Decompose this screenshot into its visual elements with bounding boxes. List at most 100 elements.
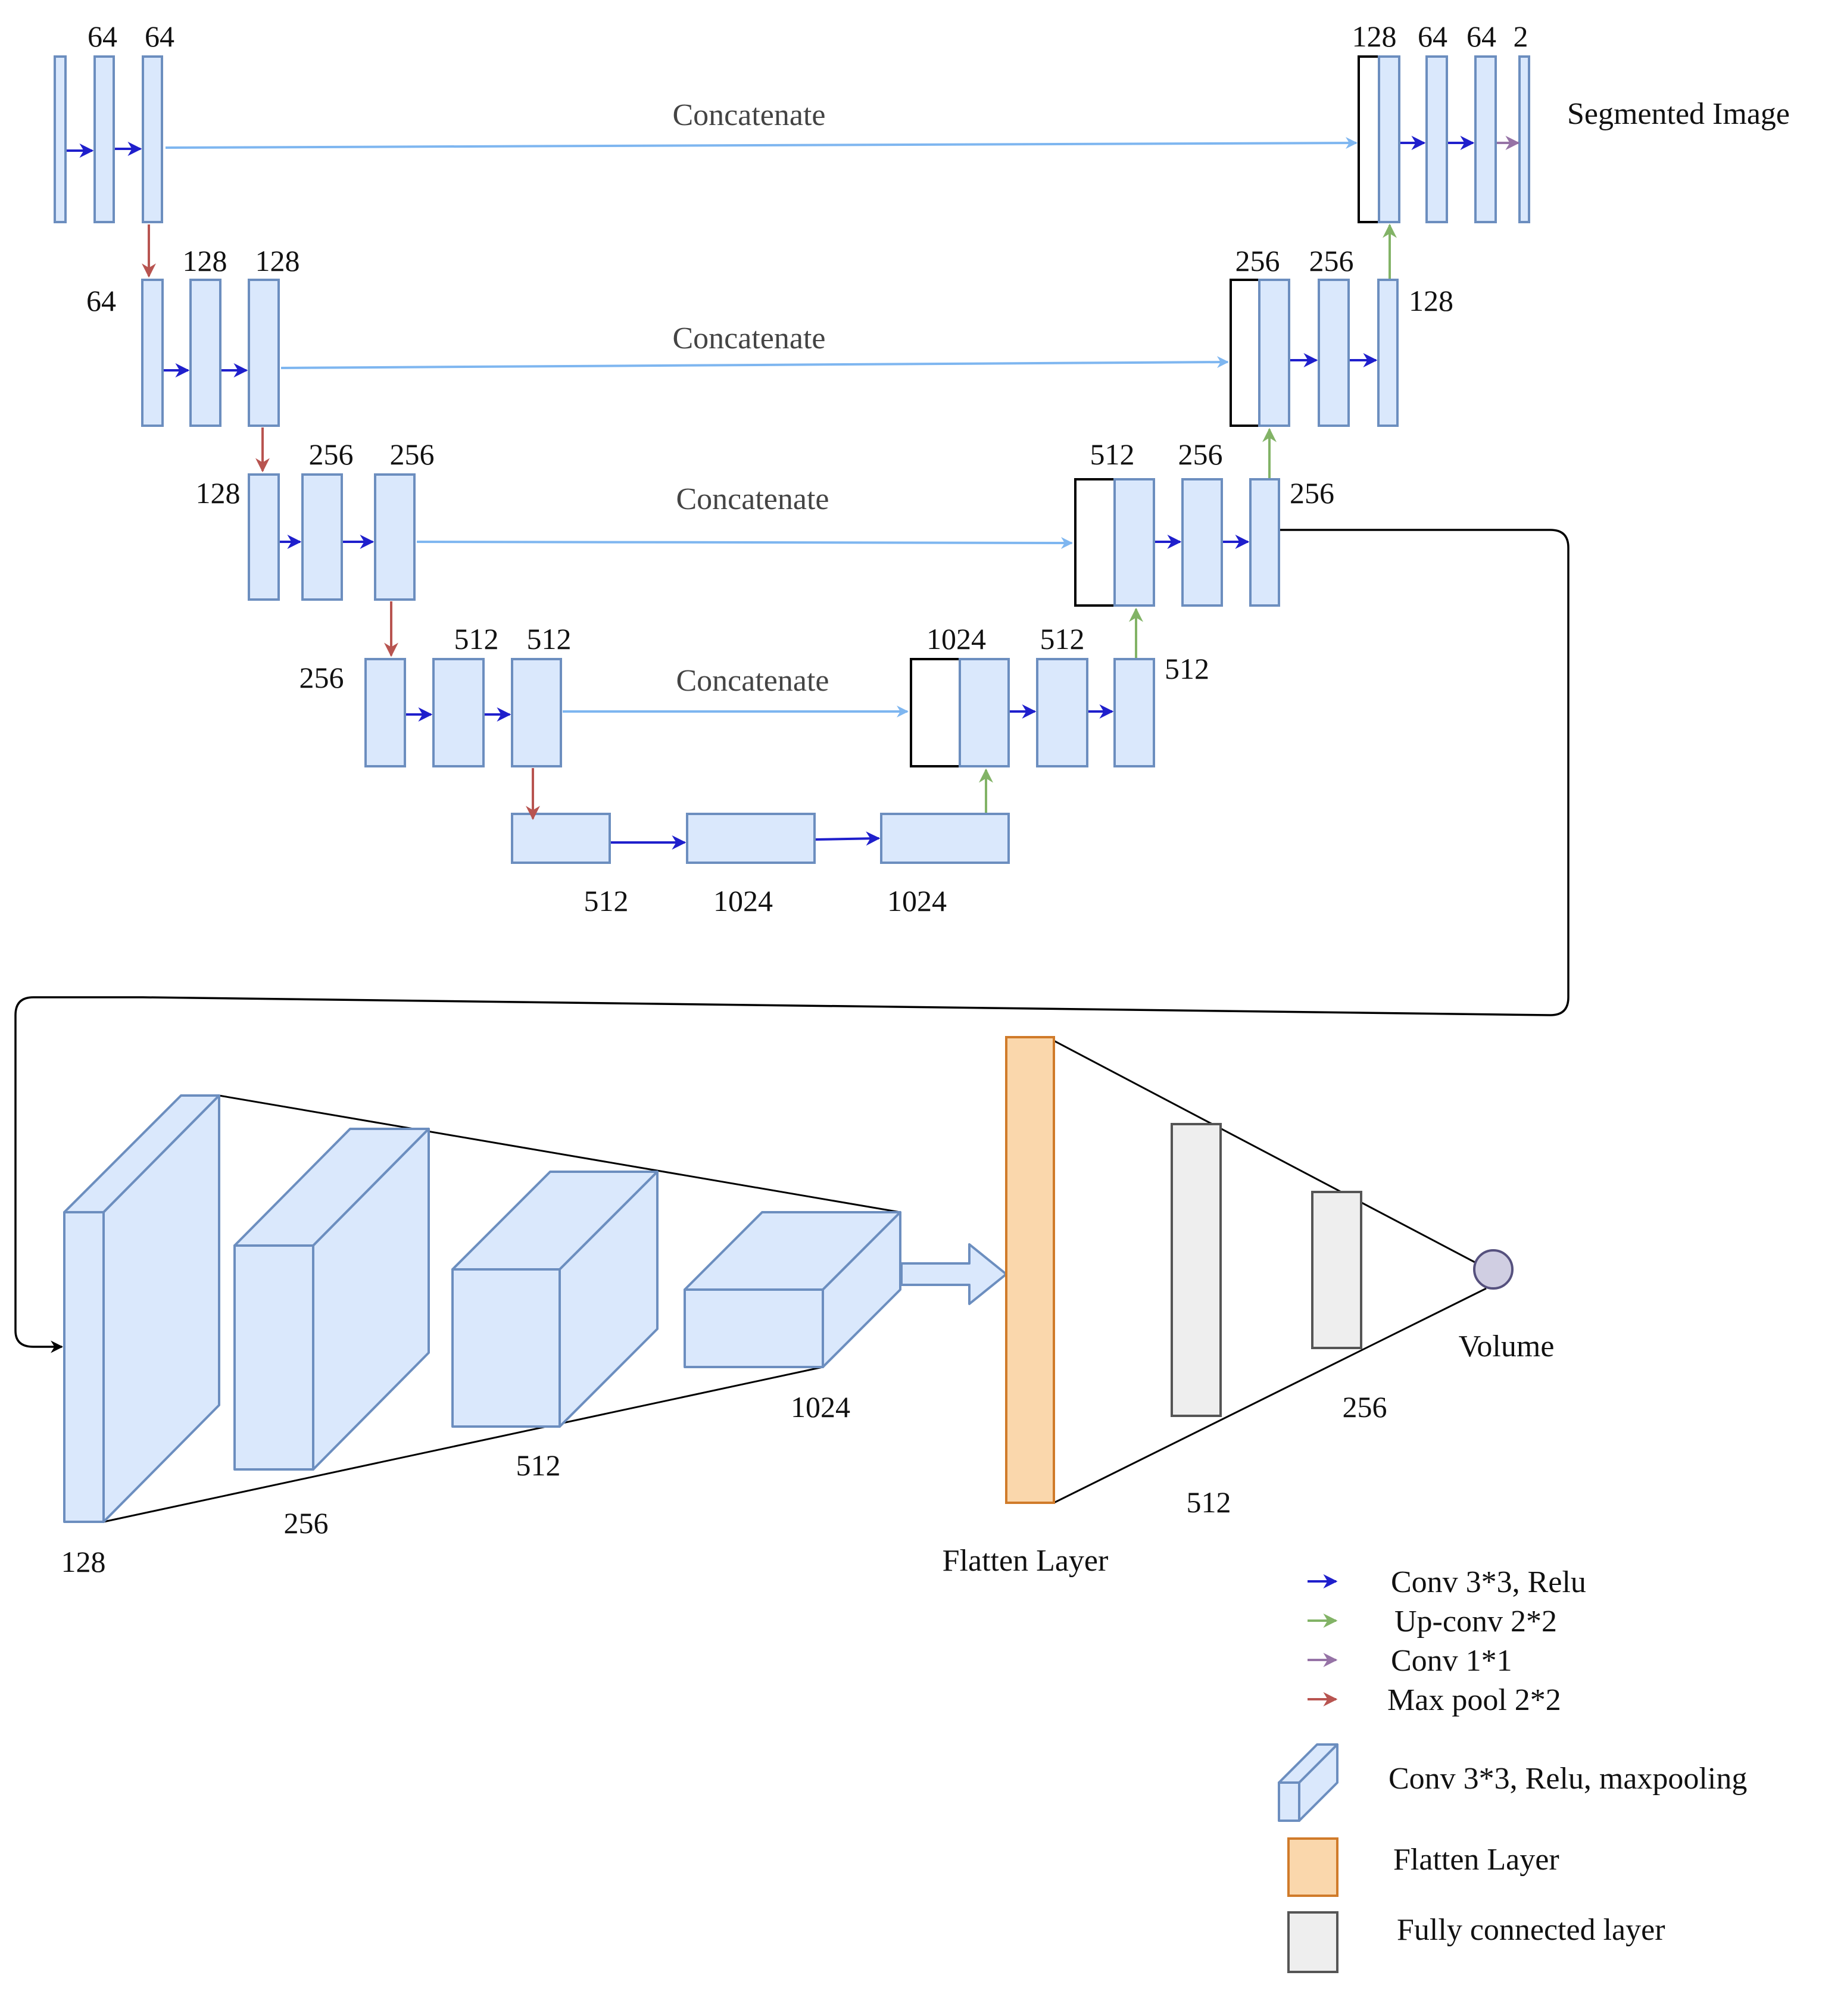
connector-line [14, 529, 1570, 1353]
channel-label: 2 [1514, 20, 1528, 53]
segmented-image-label: Segmented Image [1567, 97, 1790, 131]
dec2-conv1 [1318, 279, 1350, 427]
concat-arrow-level1 [165, 137, 1358, 149]
fc-label: 512 [1187, 1486, 1231, 1519]
channel-label: 1024 [926, 622, 986, 656]
channel-label: 128 [183, 244, 227, 277]
legend-fc-swatch [1287, 1911, 1338, 1973]
dec1-conv2 [1474, 55, 1497, 223]
bottleneck-conv2 [880, 813, 1010, 864]
enc2-conv1 [189, 279, 221, 427]
legend-conv-relu: Conv 3*3, Relu [1391, 1565, 1586, 1599]
concatenate-label: Concatenate [676, 664, 829, 698]
concatenate-label: Concatenate [673, 98, 826, 132]
channel-label: 512 [1090, 438, 1135, 471]
upconv-arrows [979, 223, 1397, 813]
taper-lines [103, 1040, 1487, 1523]
dec3-conv1 [1181, 478, 1223, 607]
flatten-layer-label: Flatten Layer [943, 1544, 1109, 1578]
dec4-conv2 [1113, 658, 1155, 767]
conv-block-3d-1024 [684, 1211, 901, 1368]
volume-label: Volume [1459, 1330, 1555, 1363]
bottleneck-pooled [511, 813, 611, 864]
channel-label: 256 [309, 438, 354, 471]
enc1-conv2 [142, 55, 163, 223]
enc3-pooled [248, 473, 280, 601]
dec2-up [1258, 279, 1290, 427]
channel-label: 256 [1290, 476, 1334, 510]
dec3-skip [1074, 478, 1116, 607]
level4-decoder [910, 658, 1155, 767]
enc4-conv2 [511, 658, 562, 767]
enc2-conv2 [248, 279, 280, 427]
channel-label: 64 [145, 20, 174, 53]
conv-arrow [815, 831, 881, 846]
dec4-up [959, 658, 1010, 767]
channel-label: 128 [1352, 20, 1397, 53]
channel-label: 512 [527, 622, 572, 656]
channel-label: 256 [299, 661, 344, 694]
legend: Conv 3*3, Relu Up-conv 2*2 Conv 1*1 Max … [1278, 1565, 1747, 1973]
level1-encoder [54, 55, 163, 223]
concatenate-label: Concatenate [676, 482, 829, 516]
enc1-input [54, 55, 67, 223]
channel-label: 512 [454, 622, 499, 656]
legend-flatten: Flatten Layer [1393, 1843, 1559, 1877]
conv-arrows [67, 136, 1475, 850]
concat-arrow-level2 [280, 356, 1229, 369]
bottleneck-conv1 [686, 813, 816, 864]
channel-label: 128 [196, 476, 241, 510]
block-label: 128 [61, 1545, 106, 1578]
legend-maxpool: Max pool 2*2 [1387, 1683, 1561, 1717]
block-label: 256 [284, 1506, 329, 1540]
conv-block-3d-512 [451, 1171, 659, 1428]
dec3-conv2 [1249, 478, 1280, 607]
channel-label: 512 [1165, 652, 1209, 685]
legend-conv1: Conv 1*1 [1391, 1644, 1512, 1678]
legend-flatten-swatch [1287, 1837, 1338, 1897]
level2-encoder [141, 279, 280, 427]
channel-label: 128 [255, 244, 300, 277]
legend-conv-block-icon [1278, 1743, 1338, 1822]
dec3-up [1113, 478, 1155, 607]
block-label: 1024 [791, 1390, 850, 1424]
level4-encoder [364, 658, 562, 767]
enc3-conv1 [301, 473, 343, 601]
block-label: 512 [516, 1449, 561, 1482]
dec1-skip [1358, 55, 1380, 223]
enc4-pooled [364, 658, 406, 767]
dec4-skip [910, 658, 961, 767]
channel-label: 256 [1309, 244, 1354, 277]
concat-arrow-level3 [416, 536, 1073, 549]
legend-fc: Fully connected layer [1397, 1913, 1665, 1947]
dec2-conv2 [1377, 279, 1399, 427]
channel-label: 512 [584, 884, 629, 918]
conv-block-3d-128 [63, 1094, 220, 1523]
bottleneck [511, 813, 1010, 864]
level1-decoder [1358, 55, 1530, 223]
unet-labels: Concatenate Concatenate Concatenate Conc… [86, 20, 1790, 918]
channel-label: 256 [1235, 244, 1280, 277]
channel-label: 64 [1467, 20, 1496, 53]
volume-output-node [1473, 1249, 1514, 1290]
level3-encoder [248, 473, 416, 601]
enc1-conv1 [93, 55, 115, 223]
legend-conv-block: Conv 3*3, Relu, maxpooling [1389, 1762, 1747, 1796]
fc-layer-256 [1311, 1191, 1362, 1349]
channel-label: 64 [1418, 20, 1447, 53]
channel-label: 1024 [713, 884, 773, 918]
concatenate-label: Concatenate [673, 322, 826, 355]
conv-block-3d-256 [233, 1128, 430, 1471]
dec1-up [1378, 55, 1400, 223]
maxpool-arrows [142, 224, 540, 820]
dec1-conv1 [1425, 55, 1448, 223]
channel-label: 64 [86, 284, 116, 317]
channel-label: 512 [1040, 622, 1085, 656]
fc-label: 256 [1343, 1390, 1387, 1424]
legend-upconv: Up-conv 2*2 [1394, 1605, 1557, 1639]
channel-label: 128 [1409, 284, 1453, 317]
regressor: 128 256 512 1024 Flatten Layer 512 256 V… [61, 1036, 1555, 1578]
level3-decoder [1074, 478, 1280, 607]
fc-layer-512 [1171, 1123, 1222, 1417]
